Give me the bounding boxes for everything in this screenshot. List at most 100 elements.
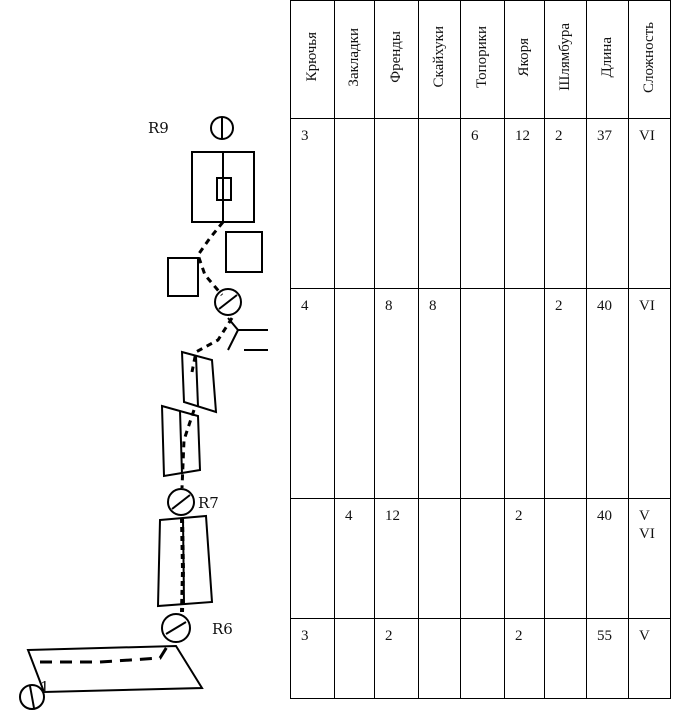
column-header: Сложность [628, 0, 671, 119]
column-header: Закладки [334, 0, 375, 119]
station-label-r6: R6 [212, 620, 233, 638]
station-bolt-icon [214, 288, 242, 316]
table-cell [544, 618, 587, 699]
column-header-label: Длина [599, 36, 615, 78]
column-header: Длина [586, 0, 629, 119]
table-cell: 8 [374, 288, 419, 499]
cell-value: 8 [429, 298, 437, 314]
table-cell [418, 498, 461, 619]
cell-value: VI [639, 298, 655, 314]
table-cell: 6 [460, 118, 505, 289]
slab-feature [26, 644, 204, 694]
station-bolt-icon [210, 116, 234, 140]
table-cell [504, 288, 545, 499]
table-cell: 37 [586, 118, 629, 289]
cell-value: 37 [597, 128, 612, 144]
table-cell: 2 [544, 288, 587, 499]
column-header: Топорики [460, 0, 505, 119]
route-line [196, 221, 225, 296]
rock-block [225, 231, 263, 273]
table-cell [544, 498, 587, 619]
column-header-label: Якоря [516, 37, 532, 77]
column-header-label: Сложность [641, 21, 657, 93]
cell-value: 55 [597, 628, 612, 644]
cell-value: 4 [301, 298, 309, 314]
table-cell: VI [628, 288, 671, 499]
dihedral-feature [156, 514, 214, 608]
table-cell: 40 [586, 498, 629, 619]
station-label-r7: R7 [198, 494, 219, 512]
table-cell: 40 [586, 288, 629, 499]
cell-value: 4 [345, 508, 353, 524]
dihedral-feature [180, 350, 218, 414]
table-cell: 12 [374, 498, 419, 619]
cell-value: 8 [385, 298, 393, 314]
dihedral-feature [160, 404, 202, 478]
start-bolt-icon [19, 684, 45, 710]
table-cell [418, 118, 461, 289]
table-header-row: Крючья Закладки Френды Скайхуки Топорики… [290, 0, 671, 119]
column-header: Крючья [290, 0, 335, 119]
cell-value: V [639, 628, 650, 644]
cell-value: VI [639, 526, 655, 542]
cell-value: 12 [385, 508, 400, 524]
station-bolt-icon [167, 488, 195, 516]
table-cell [418, 618, 461, 699]
start-label: 1 [40, 678, 50, 696]
cell-value: 2 [555, 128, 563, 144]
table-cell [334, 618, 375, 699]
route-line [40, 641, 172, 664]
column-header: Скайхуки [418, 0, 461, 119]
station-label-r9: R9 [148, 119, 169, 137]
cell-value: 40 [597, 298, 612, 314]
column-header-label: Крючья [304, 32, 320, 82]
table-cell: VI [628, 118, 671, 289]
table-cell: 55 [586, 618, 629, 699]
route-line [180, 409, 196, 489]
cell-value: 12 [515, 128, 530, 144]
cell-value: 3 [301, 628, 309, 644]
table-cell: 4 [290, 288, 335, 499]
table-cell: 2 [504, 618, 545, 699]
table-cell: 4 [334, 498, 375, 619]
table-cell [460, 288, 505, 499]
column-header-label: Шлямбура [557, 23, 573, 91]
table-cell [460, 498, 505, 619]
column-header-label: Френды [388, 31, 404, 83]
table-cell [334, 288, 375, 499]
route-description-table: Крючья Закладки Френды Скайхуки Топорики… [290, 0, 671, 699]
cell-value: 2 [555, 298, 563, 314]
table-cell [460, 618, 505, 699]
table-cell: V [628, 618, 671, 699]
rock-block [167, 257, 199, 297]
rock-block [191, 151, 255, 223]
cell-value: 2 [515, 628, 523, 644]
column-header: Якоря [504, 0, 545, 119]
cell-value: VI [639, 128, 655, 144]
cell-value: 40 [597, 508, 612, 524]
cell-value: 2 [385, 628, 393, 644]
station-bolt-icon [161, 613, 191, 643]
cell-value: 3 [301, 128, 309, 144]
table-cell: 12 [504, 118, 545, 289]
table-cell [290, 498, 335, 619]
table-cell: 2 [504, 498, 545, 619]
column-header: Френды [374, 0, 419, 119]
route-line [190, 317, 234, 373]
table-row: 3 2 2 55 V [290, 618, 671, 699]
table-cell: 8 [418, 288, 461, 499]
table-cell: 3 [290, 618, 335, 699]
table-cell: 2 [374, 618, 419, 699]
route-topo-sketch: R9 R7 R6 1 [19, 116, 268, 710]
table-cell: 3 [290, 118, 335, 289]
table-cell: 2 [544, 118, 587, 289]
cell-value: 2 [515, 508, 523, 524]
column-header-label: Топорики [474, 26, 490, 88]
column-header-label: Скайхуки [431, 26, 447, 88]
table-cell [334, 118, 375, 289]
cell-value: 6 [471, 128, 479, 144]
table-cell [374, 118, 419, 289]
table-row: 4 8 8 2 40 VI [290, 288, 671, 499]
